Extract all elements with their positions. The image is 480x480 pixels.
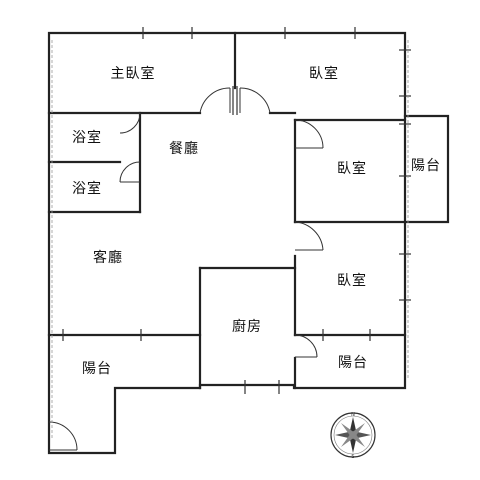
interior-walls [47,31,450,390]
room-bedroom-top: 臥室 [309,66,339,82]
room-balcony-right: 陽台 [411,158,441,174]
room-bedroom-low: 臥室 [337,273,367,289]
window-marks [62,27,411,394]
room-kitchen: 廚房 [232,319,262,335]
outer-walls [47,31,407,455]
room-balcony-left: 陽台 [82,361,112,377]
compass-south: S [351,454,354,460]
room-living: 客廳 [93,250,123,266]
room-master-bedroom: 主臥室 [110,66,156,82]
doors [48,86,324,451]
room-bath-2: 浴室 [72,181,102,197]
guide-lines [51,40,409,440]
compass-icon: N S [330,412,376,460]
room-balcony-bottom: 陽台 [338,355,368,371]
room-dining: 餐廳 [169,141,199,157]
room-bedroom-mid: 臥室 [337,161,367,177]
room-bath-1: 浴室 [72,130,102,146]
compass-north: N [351,412,355,418]
